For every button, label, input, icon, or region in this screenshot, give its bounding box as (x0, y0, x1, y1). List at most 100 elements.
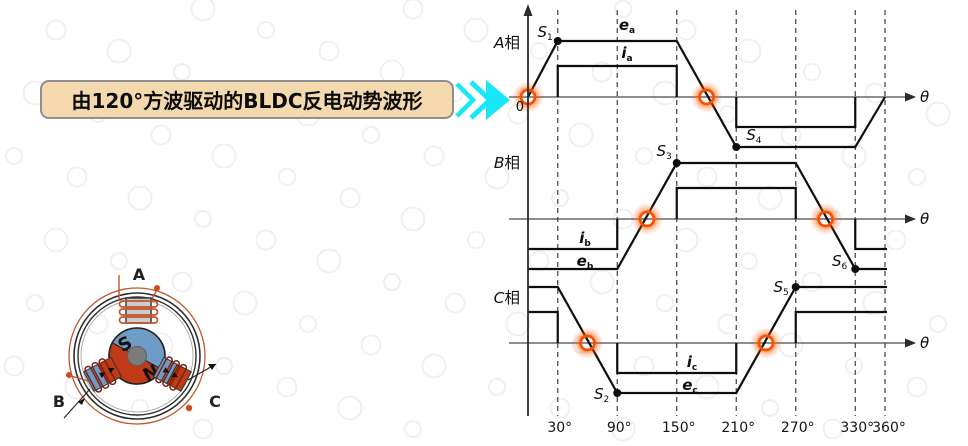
switch-point-label-S5: S5 (773, 278, 788, 298)
stator-coil-c (152, 356, 192, 392)
current-trace-ib (675, 186, 797, 219)
commutation-glow (631, 203, 663, 235)
decor-circle (318, 40, 340, 62)
current-trace-ia (735, 97, 857, 129)
coil-b-wire (70, 375, 89, 382)
motor-phase-b-label: B (53, 392, 65, 411)
current-label-ib: ib (579, 229, 591, 249)
current-trace-ic (616, 343, 738, 375)
commutation-ring (757, 334, 775, 352)
decor-circle (841, 143, 867, 169)
decor-circle (337, 395, 363, 421)
decor-circle (421, 353, 447, 379)
decor-circle (383, 273, 401, 291)
stator-inner-ring (77, 296, 197, 416)
rotor: S N (108, 327, 166, 386)
decor-circle (190, 0, 216, 22)
decor-circle (862, 290, 888, 316)
decor-circle (316, 248, 342, 274)
decor-circle (276, 376, 298, 398)
decor-circle (736, 38, 762, 64)
decor-circle (43, 227, 69, 253)
current-trace-ic (528, 310, 559, 343)
decor-circle (232, 290, 258, 316)
junction-dot (185, 404, 193, 412)
title-banner: 由120°方波驱动的BLDC反电动势波形 (40, 80, 454, 119)
rotor-rim (108, 327, 166, 385)
switch-point-dot-S5 (791, 283, 800, 291)
theta-axis-arrow (905, 338, 916, 348)
phase-label-2: B相 (494, 154, 520, 172)
decor-circle (929, 315, 947, 333)
coil-b-turn (84, 365, 103, 393)
decor-circle (528, 250, 550, 272)
decor-circle (673, 227, 699, 253)
decor-circle (463, 17, 489, 43)
theta-axis-label: θ (920, 88, 929, 106)
decor-circle (110, 252, 128, 270)
switch-point-dot-S2 (613, 389, 622, 397)
decor-circle (257, 21, 275, 39)
current-direction-arrow (98, 372, 106, 379)
decor-circle (589, 269, 615, 295)
decor-circle (803, 63, 821, 81)
commutation-glow (690, 81, 723, 113)
current-trace-ia (556, 64, 678, 97)
current-label-ia: ia (621, 44, 632, 64)
theta-axis-label: θ (920, 210, 929, 228)
tick-label-330°: 330° (840, 420, 874, 436)
tick-label-150°: 150° (662, 420, 696, 436)
decor-circle (717, 313, 739, 335)
decor-circle (822, 418, 844, 440)
decor-circle (211, 143, 237, 169)
switch-point-label-S6: S6 (832, 252, 848, 272)
origin-label: 0 (516, 100, 524, 115)
theta-axis-label: θ (920, 334, 929, 352)
switch-point-dot-S6 (851, 265, 860, 273)
switch-point-dot-S1 (553, 37, 562, 45)
decor-circle (467, 231, 485, 249)
switch-point-dot-S4 (732, 143, 741, 151)
coil-a-turn (118, 300, 159, 308)
current-trace-ib (528, 219, 619, 251)
decor-circle (362, 126, 380, 144)
decor-circle (400, 206, 426, 232)
decor-circle (423, 145, 445, 167)
phase-label-3: C相 (494, 289, 520, 307)
current-direction-arrow (171, 371, 179, 378)
tick-label-30°: 30° (547, 420, 572, 436)
decor-circle (404, 420, 422, 438)
decor-circle (3, 355, 25, 377)
commutation-glow (809, 203, 842, 235)
lead-arrow (208, 364, 216, 370)
commutation-ring (817, 210, 834, 228)
emf-label-ea: ea (619, 16, 635, 36)
decor-circle (106, 38, 132, 64)
decor-circle (551, 189, 569, 207)
decor-circle (885, 229, 907, 251)
decor-circle (568, 122, 594, 148)
decor-circle (66, 166, 88, 188)
decor-circle (402, 0, 424, 20)
vertical-axis-arrow (523, 4, 533, 16)
decor-circle (131, 399, 149, 417)
switch-point-label-S3: S3 (656, 142, 671, 162)
decor-circle (908, 168, 926, 186)
decor-circle (694, 374, 720, 400)
current-trace-ib (854, 219, 887, 251)
decor-circle (484, 164, 510, 190)
decor-circle (740, 252, 758, 270)
decor-circle (5, 147, 23, 165)
decor-circle (150, 124, 172, 146)
decor-circle (610, 416, 636, 442)
decor-circle (444, 292, 466, 314)
commutation-glow (750, 327, 782, 359)
stator-outer-ring (73, 292, 201, 420)
decor-circle (780, 124, 802, 146)
decor-circle (171, 271, 193, 293)
commutation-ring (579, 334, 596, 352)
